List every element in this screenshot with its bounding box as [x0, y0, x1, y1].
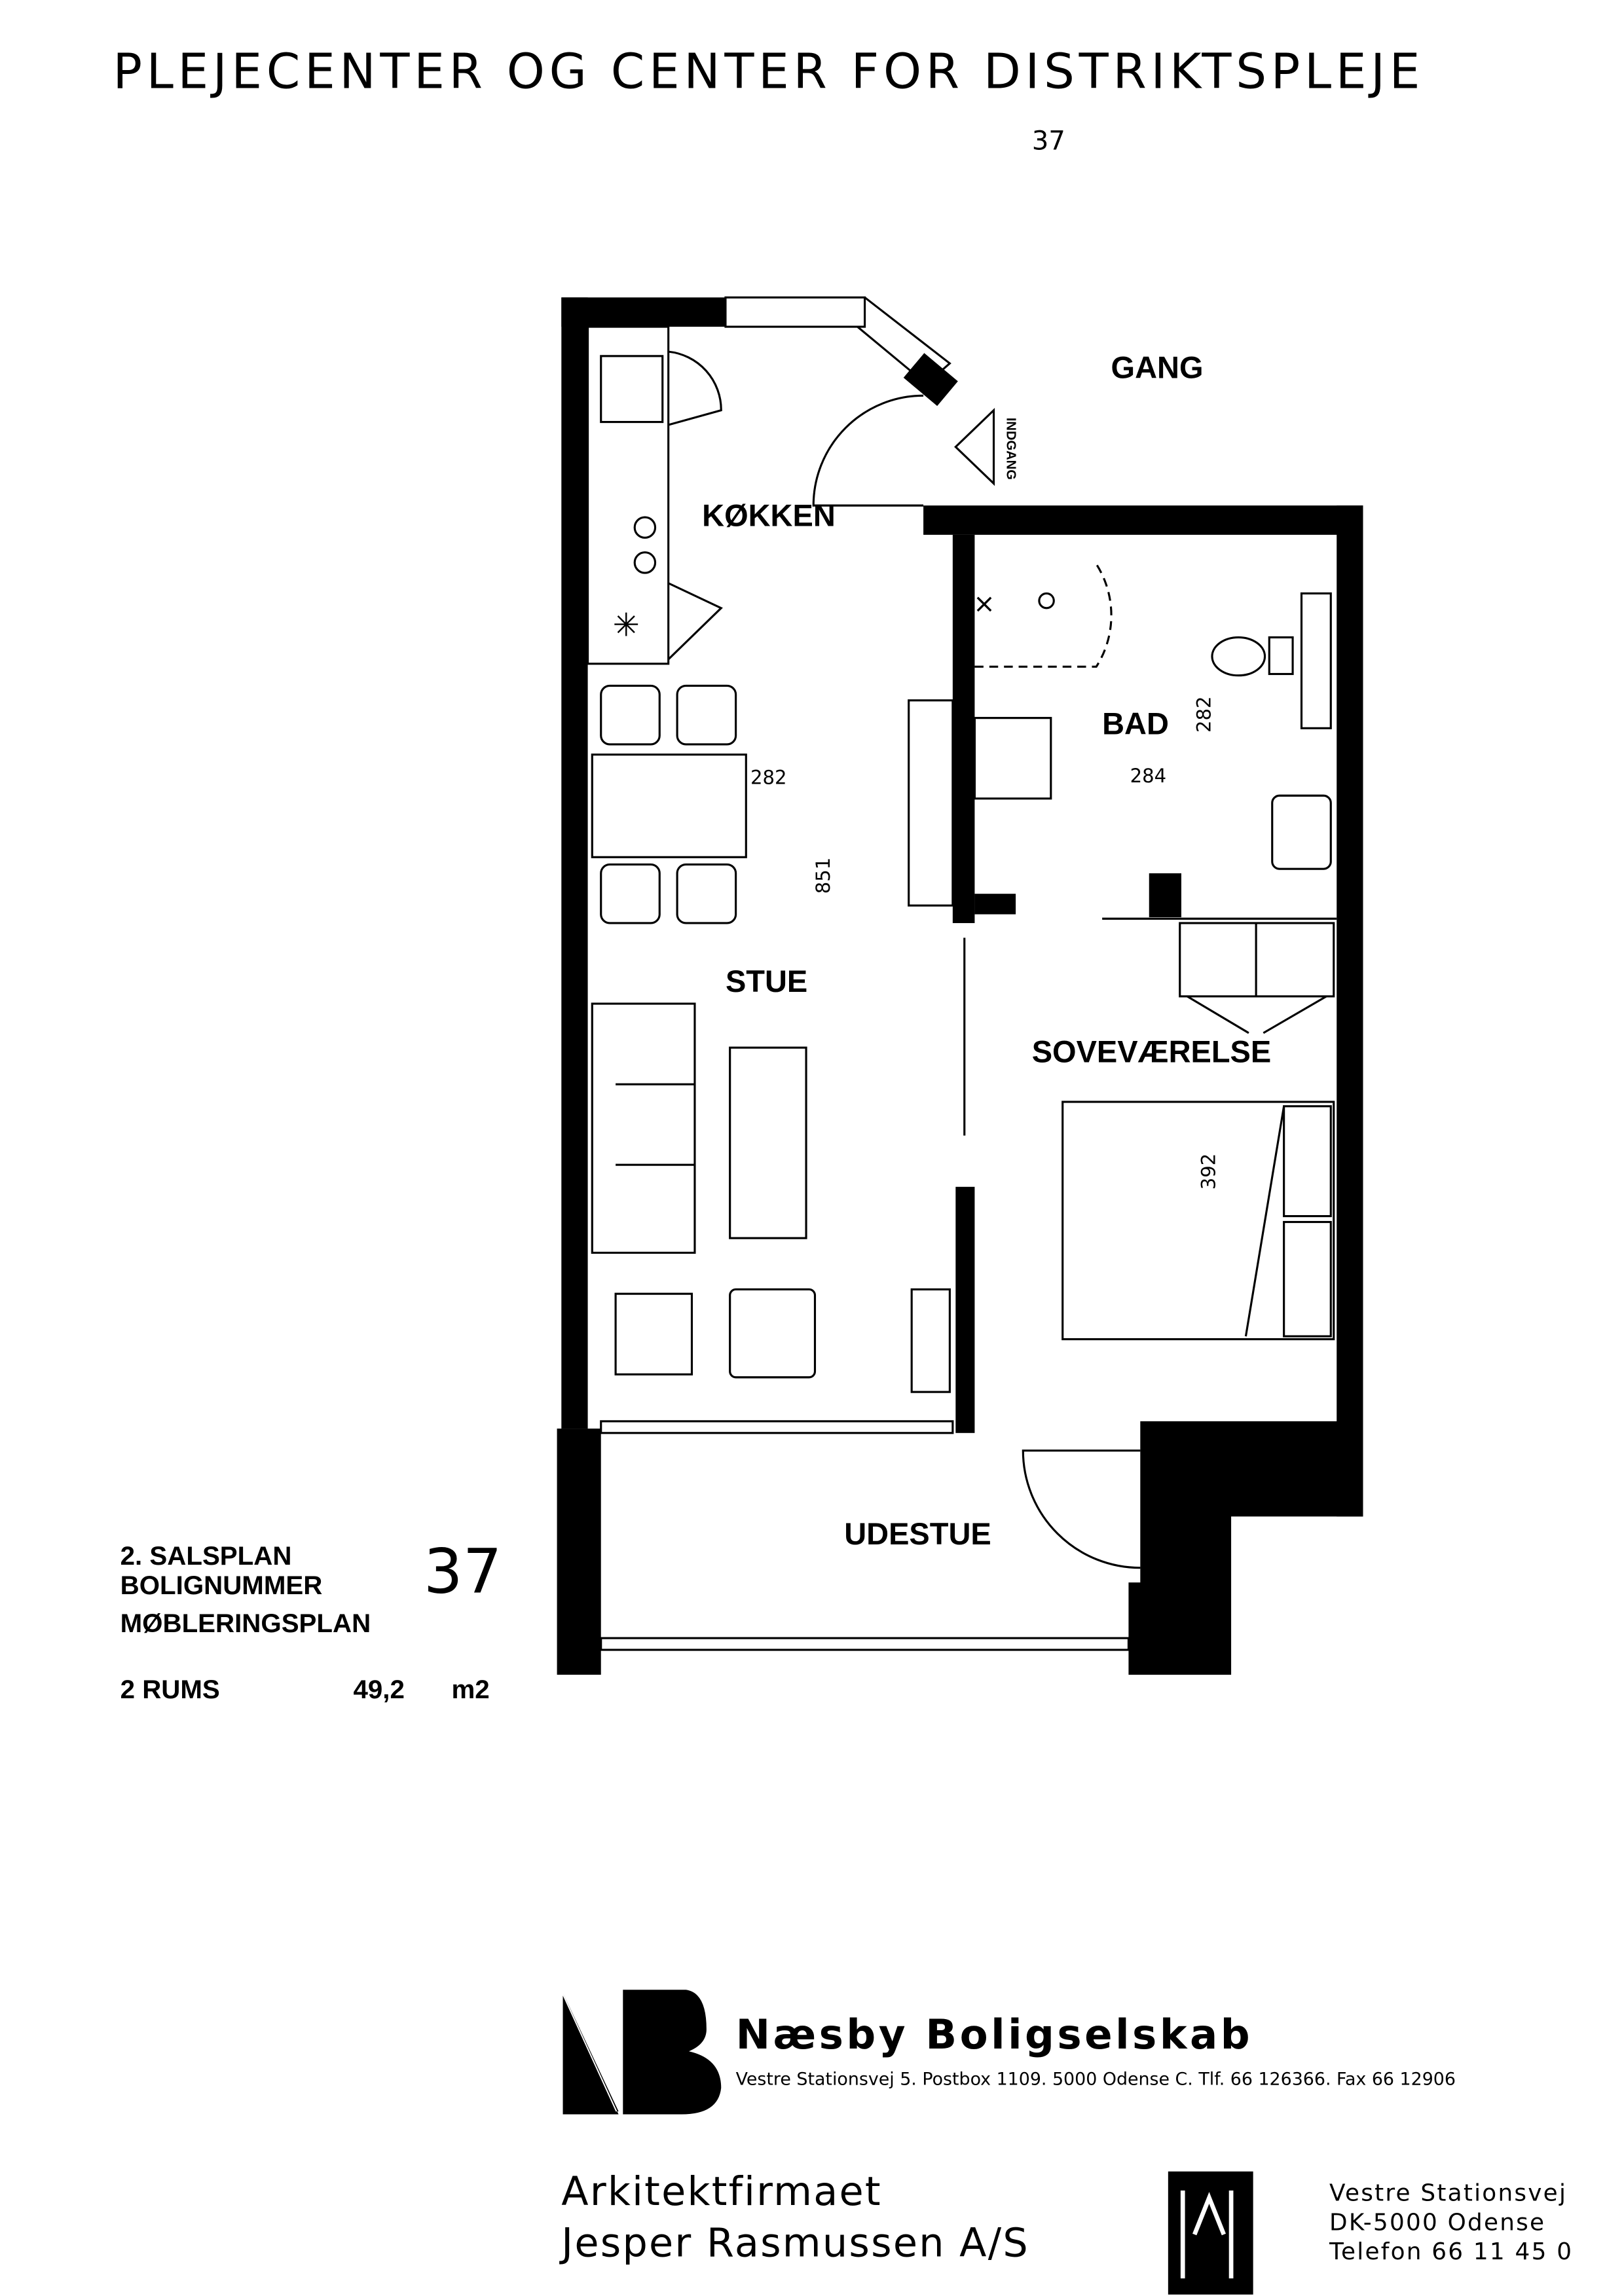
label-udestue: UDESTUE	[844, 1516, 991, 1551]
wall-bath-top	[923, 505, 1363, 535]
cabinet-door	[668, 350, 722, 426]
plan-info: 2. SALSPLAN BOLIGNUMMER 37 MØBLERINGSPLA…	[120, 1537, 502, 1704]
client-logo	[563, 1992, 619, 2115]
architect-line1: Arkitektfirmaet	[561, 2169, 882, 2215]
balcony-door	[1022, 1449, 1141, 1569]
rooms-count: 2 RUMS	[120, 1675, 220, 1704]
chair	[676, 863, 737, 924]
washbasin-icon	[1271, 794, 1332, 870]
chair	[600, 684, 661, 746]
window-top	[724, 296, 866, 328]
sofa	[591, 1002, 696, 1254]
plan-line	[903, 353, 958, 407]
label-stue: STUE	[726, 964, 807, 998]
entrance-arrow-icon	[954, 407, 995, 486]
kitchen-counter	[587, 325, 670, 665]
window-udestue	[600, 1637, 1130, 1651]
dim-bad-width: 284	[1130, 765, 1167, 787]
architect-line2: Jesper Rasmussen A/S	[559, 2221, 1029, 2267]
floor-plan: ✳ × INDGANG GANG KØKKEN	[557, 296, 1363, 1675]
dim-bad-height: 282	[1193, 697, 1215, 733]
radiator	[1300, 592, 1332, 729]
architect-block: Arkitektfirmaet Jesper Rasmussen A/S Ves…	[559, 2169, 1573, 2295]
plan-line	[1180, 2190, 1234, 2279]
page-number: 37	[1032, 126, 1065, 156]
architect-address2: DK-5000 Odense	[1329, 2209, 1545, 2236]
dim-bedroom: 392	[1197, 1154, 1219, 1190]
wall-stub	[974, 894, 1016, 915]
dim-stue: 851	[812, 858, 834, 894]
plan-line	[633, 551, 657, 574]
sink-icon	[600, 355, 664, 424]
client-address: Vestre Stationsvej 5. Postbox 1109. 5000…	[736, 2069, 1456, 2090]
area-value: 49,2	[353, 1675, 404, 1704]
plan-line	[1038, 592, 1055, 610]
dim-kitchen: 282	[750, 766, 787, 788]
hob-icon	[633, 516, 657, 539]
fridge-door	[667, 582, 723, 661]
plan-line	[563, 1995, 618, 2115]
dining-table	[591, 754, 747, 858]
entry-door	[812, 394, 924, 507]
chair	[600, 863, 661, 924]
plan-type: MØBLERINGSPLAN	[120, 1609, 371, 1638]
plan-line	[623, 1990, 722, 2115]
fridge-icon: ✳	[613, 606, 640, 644]
wall-balcony-right	[1128, 1421, 1363, 1675]
drain-icon: ×	[973, 589, 995, 619]
label-gang: GANG	[1111, 350, 1204, 384]
floor-label: 2. SALSPLAN	[120, 1541, 292, 1571]
plan-line	[1283, 1220, 1332, 1338]
bed	[1061, 1101, 1335, 1341]
label-kokken: KØKKEN	[702, 498, 836, 532]
area-unit: m2	[451, 1675, 489, 1704]
wall-partition-lower	[955, 1186, 975, 1433]
toilet-icon	[1268, 636, 1294, 676]
coffee-table	[729, 1046, 807, 1239]
unit-label: BOLIGNUMMER	[120, 1571, 323, 1600]
label-bad: BAD	[1102, 706, 1169, 740]
plan-line	[1283, 1105, 1332, 1218]
client-block: Næsby Boligselskab Vestre Stationsvej 5.…	[563, 1990, 1456, 2115]
plan-line	[1244, 1106, 1285, 1337]
unit-number: 37	[424, 1537, 502, 1608]
client-name: Næsby Boligselskab	[736, 2011, 1253, 2058]
wall-right	[1337, 505, 1363, 1517]
window-stue	[600, 1420, 954, 1434]
label-indgang: INDGANG	[1004, 418, 1018, 480]
wall-left	[561, 297, 588, 1429]
plan-line	[1149, 873, 1181, 918]
plan-line	[1187, 995, 1327, 1034]
label-sovevaerelse: SOVEVÆRELSE	[1032, 1034, 1272, 1069]
side-table	[910, 1288, 951, 1393]
wall-partition-upper	[952, 534, 975, 923]
plan-line	[1211, 636, 1266, 677]
wall-top	[561, 297, 726, 327]
chair	[676, 684, 737, 746]
wall-balcony-left	[557, 1429, 601, 1675]
shelf	[908, 699, 954, 907]
architect-phone: Telefon 66 11 45 0	[1329, 2238, 1573, 2265]
armchair	[614, 1292, 693, 1376]
armchair	[729, 1288, 817, 1379]
document-title: PLEJECENTER OG CENTER FOR DISTRIKTSPLEJE	[113, 43, 1424, 100]
architect-address1: Vestre Stationsvej	[1329, 2180, 1567, 2207]
desk	[973, 717, 1052, 800]
